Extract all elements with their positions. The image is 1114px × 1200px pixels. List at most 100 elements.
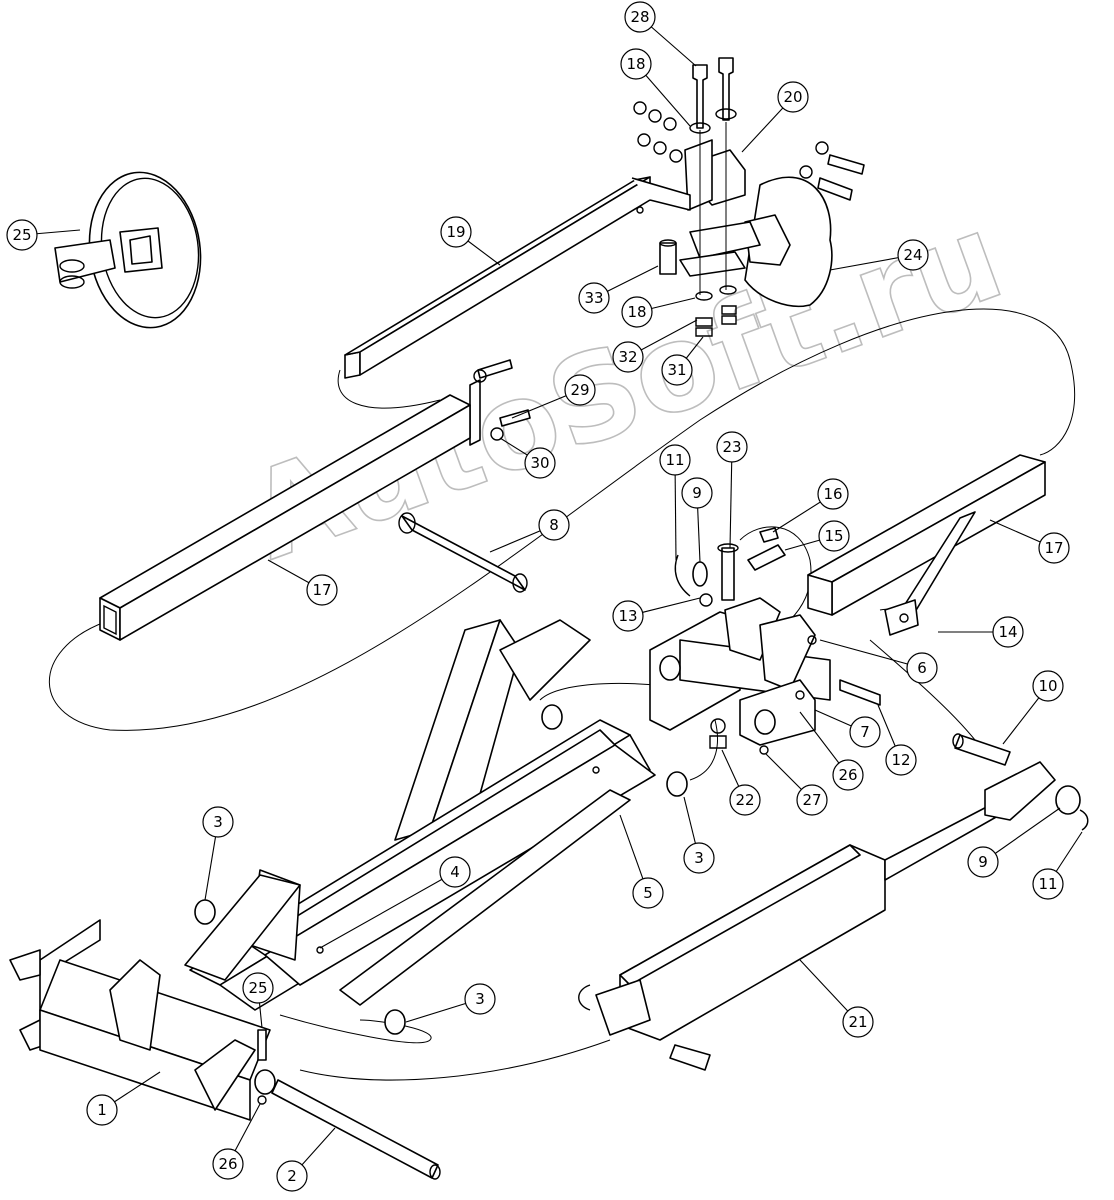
callout-label: 3: [475, 990, 485, 1008]
callout-label: 20: [783, 88, 802, 106]
callout-24: 24: [829, 239, 929, 271]
callout-label: 28: [630, 8, 649, 26]
callout-circle: [621, 296, 653, 328]
callout-23: 23: [716, 431, 748, 549]
callout-label: 32: [618, 348, 637, 366]
callout-leader-line: [982, 807, 1061, 863]
square-tube-17-left: [99, 394, 471, 641]
callout-3: 3: [202, 806, 234, 901]
callout-label: 16: [823, 485, 842, 503]
callout-circle: [992, 616, 1024, 648]
callout-circle: [620, 48, 652, 80]
callout-circle: [832, 759, 864, 791]
callout-label: 10: [1038, 677, 1057, 695]
callout-label: 25: [12, 226, 31, 244]
callout-label: 26: [218, 1155, 237, 1173]
callout-circle: [564, 374, 596, 406]
callout-14: 14: [938, 616, 1024, 648]
callout-circle: [885, 744, 917, 776]
callout-label: 9: [692, 484, 702, 502]
callout-label: 22: [735, 791, 754, 809]
callout-label: 23: [722, 438, 741, 456]
callout-label: 27: [802, 791, 821, 809]
callout-circle: [716, 431, 748, 463]
callout-circle: [849, 716, 881, 748]
callout-circle: [624, 1, 656, 33]
callout-label: 3: [213, 813, 223, 831]
callout-26: 26: [212, 1103, 261, 1180]
disc-hanger-assembly: [633, 57, 865, 337]
callout-label: 17: [312, 581, 331, 599]
callout-circle: [276, 1160, 308, 1192]
callout-label: 8: [549, 516, 559, 534]
disc-blade-left: [54, 171, 202, 329]
callout-6: 6: [819, 639, 938, 684]
callout-4: 4: [319, 856, 471, 949]
callout-3: 3: [683, 796, 715, 874]
callout-3: 3: [405, 983, 496, 1023]
callout-label: 11: [1038, 875, 1057, 893]
callout-11: 11: [1032, 831, 1083, 900]
callout-circle: [661, 354, 693, 386]
callout-label: 4: [450, 863, 460, 881]
callout-label: 33: [584, 289, 603, 307]
callout-circle: [681, 477, 713, 509]
square-tube-17-right: [807, 454, 1046, 636]
callout-leader-line: [819, 639, 923, 669]
shaft-2: [271, 1079, 441, 1180]
callout-label: 11: [665, 451, 684, 469]
callout-10: 10: [1002, 670, 1064, 745]
callout-label: 17: [1044, 539, 1063, 557]
callout-label: 14: [998, 623, 1017, 641]
callout-circle: [842, 1006, 874, 1038]
callout-label: 6: [917, 659, 927, 677]
callout-32: 32: [612, 319, 698, 373]
callout-label: 30: [530, 454, 549, 472]
callout-25: 25: [242, 972, 274, 1029]
central-bracket: [649, 527, 881, 755]
callout-circle: [538, 509, 570, 541]
callout-label: 31: [667, 361, 686, 379]
callout-18: 18: [620, 48, 691, 127]
callout-label: 12: [891, 751, 910, 769]
callout-circle: [683, 842, 715, 874]
callout-circle: [967, 846, 999, 878]
callout-9: 9: [967, 807, 1061, 878]
callout-26: 26: [799, 711, 864, 791]
square-tube-19: [344, 176, 691, 379]
callout-label: 1: [97, 1101, 107, 1119]
callout-17: 17: [267, 559, 338, 606]
callout-20: 20: [741, 81, 809, 153]
callout-31: 31: [661, 336, 704, 386]
callout-label: 5: [643, 884, 653, 902]
callout-circle: [1038, 532, 1070, 564]
callout-circle: [202, 806, 234, 838]
callout-circle: [242, 972, 274, 1004]
callout-label: 13: [618, 607, 637, 625]
callout-30: 30: [499, 437, 556, 479]
callout-33: 33: [578, 265, 659, 314]
callout-label: 15: [824, 527, 843, 545]
callout-label: 9: [978, 853, 988, 871]
a-frame: [184, 619, 688, 1035]
base-bracket-1: [9, 919, 276, 1121]
callout-label: 24: [903, 246, 922, 264]
callout-28: 28: [624, 1, 697, 67]
callout-label: 21: [848, 1013, 867, 1031]
callout-circle: [897, 239, 929, 271]
callout-circle: [632, 877, 664, 909]
callout-circle: [212, 1148, 244, 1180]
callout-circle: [464, 983, 496, 1015]
callout-circle: [659, 444, 691, 476]
callout-29: 29: [511, 374, 596, 419]
callout-1: 1: [86, 1071, 161, 1126]
callout-8: 8: [489, 509, 570, 553]
callout-label: 18: [626, 55, 645, 73]
callout-12: 12: [877, 704, 917, 776]
callout-15: 15: [784, 520, 850, 552]
callout-circle: [306, 574, 338, 606]
callout-21: 21: [799, 959, 874, 1038]
callout-circle: [729, 784, 761, 816]
